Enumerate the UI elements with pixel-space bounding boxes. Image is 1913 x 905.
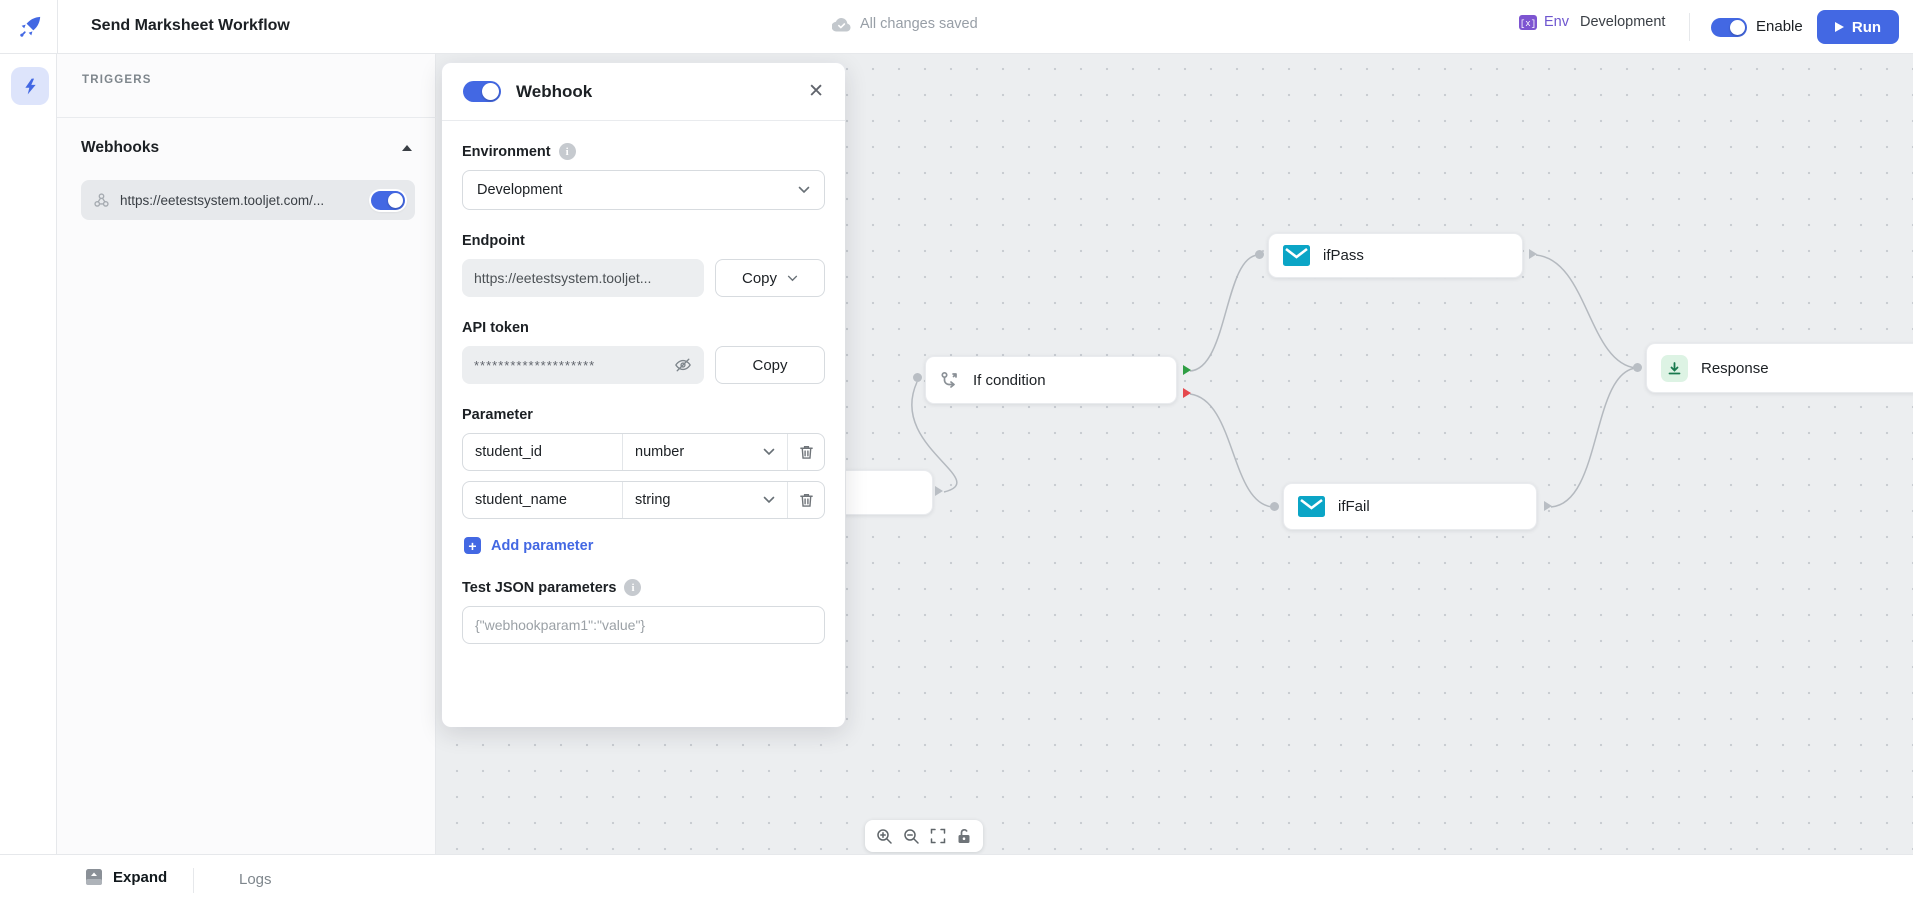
bottom-bar: Expand Logs xyxy=(0,854,1913,905)
param-name-input[interactable]: student_id xyxy=(463,434,623,470)
output-icon xyxy=(1661,355,1688,382)
api-token-value: ******************** xyxy=(462,346,704,384)
play-icon xyxy=(1835,22,1844,32)
close-icon[interactable]: ✕ xyxy=(808,82,824,101)
canvas-toolbar xyxy=(865,820,983,852)
ifpass-output-handle[interactable] xyxy=(1529,249,1537,259)
enable-toggle[interactable] xyxy=(1711,18,1747,37)
copy-endpoint-button[interactable]: Copy xyxy=(715,259,825,297)
webhook-url: https://eetestsystem.tooljet.com/... xyxy=(120,193,361,208)
node-ifpass[interactable]: ifPass xyxy=(1268,233,1523,278)
chevron-down-icon xyxy=(787,275,798,282)
chevron-down-icon xyxy=(763,496,775,504)
ifpass-input-handle[interactable] xyxy=(1255,250,1264,259)
webhook-icon xyxy=(93,192,110,209)
parameter-row: student_id number xyxy=(462,433,825,471)
cloud-check-icon xyxy=(832,17,851,32)
endpoint-value: https://eetestsystem.tooljet... xyxy=(462,259,704,297)
variable-icon: [x] xyxy=(1519,15,1537,30)
save-status: All changes saved xyxy=(832,16,978,32)
triggers-panel: TRIGGERS Webhooks https://eetestsystem.t… xyxy=(57,54,436,854)
triggers-section-title: TRIGGERS xyxy=(82,74,152,86)
node-if-condition[interactable]: If condition xyxy=(925,356,1177,404)
environment-field-label: Environment i xyxy=(462,143,825,160)
add-parameter-button[interactable]: + Add parameter xyxy=(464,537,825,554)
panel-title: Webhook xyxy=(516,82,808,102)
run-button[interactable]: Run xyxy=(1817,10,1899,44)
webhooks-title: Webhooks xyxy=(81,139,159,157)
environment-badge[interactable]: [x] Env Development xyxy=(1519,14,1665,30)
enable-label: Enable xyxy=(1756,18,1803,35)
node-iffail[interactable]: ifFail xyxy=(1283,483,1537,530)
divider xyxy=(1689,13,1690,41)
logs-button[interactable]: Logs xyxy=(239,871,272,888)
save-status-label: All changes saved xyxy=(860,16,978,32)
info-icon: i xyxy=(559,143,576,160)
environment-select[interactable]: Development xyxy=(462,170,825,210)
endpoint-field-label: Endpoint xyxy=(462,233,825,249)
response-input-handle[interactable] xyxy=(1633,363,1642,372)
test-json-input[interactable] xyxy=(462,606,825,644)
webhooks-group-header[interactable]: Webhooks xyxy=(81,139,412,157)
iffail-input-handle[interactable] xyxy=(1270,502,1279,511)
divider xyxy=(57,117,436,118)
chevron-down-icon xyxy=(798,186,810,194)
divider xyxy=(57,0,58,53)
webhook-enable-toggle[interactable] xyxy=(371,191,405,210)
node-label: ifFail xyxy=(1338,498,1370,515)
chevron-down-icon xyxy=(763,448,775,456)
api-token-field-label: API token xyxy=(462,320,825,336)
webhook-list-item[interactable]: https://eetestsystem.tooljet.com/... xyxy=(81,180,415,220)
trash-icon xyxy=(799,492,814,508)
env-value: Development xyxy=(1580,14,1665,30)
delete-parameter-button[interactable] xyxy=(788,482,824,518)
envelope-icon xyxy=(1298,496,1325,517)
webhook-toggle[interactable] xyxy=(463,81,501,102)
param-name-input[interactable]: student_name xyxy=(463,482,623,518)
param-type-select[interactable]: number xyxy=(623,434,788,470)
node-label: Response xyxy=(1701,360,1769,377)
branch-icon xyxy=(940,370,960,390)
if-condition-true-handle[interactable] xyxy=(1183,365,1191,375)
lock-icon[interactable] xyxy=(956,828,972,844)
svg-text:[x]: [x] xyxy=(1520,19,1536,29)
sidebar-item-triggers[interactable] xyxy=(11,67,49,105)
app-logo[interactable] xyxy=(12,12,46,42)
delete-parameter-button[interactable] xyxy=(788,434,824,470)
panel-header: Webhook ✕ xyxy=(442,63,845,121)
envelope-icon xyxy=(1283,245,1310,266)
lightning-icon xyxy=(21,77,40,96)
node-label: If condition xyxy=(973,372,1046,389)
expand-button[interactable]: Expand xyxy=(85,868,167,886)
plus-icon: + xyxy=(464,537,481,554)
node-label: ifPass xyxy=(1323,247,1364,264)
fit-view-icon[interactable] xyxy=(930,828,946,844)
zoom-in-icon[interactable] xyxy=(876,828,893,845)
eye-off-icon[interactable] xyxy=(674,357,692,373)
env-label: Env xyxy=(1544,14,1569,30)
parameter-row: student_name string xyxy=(462,481,825,519)
top-bar: Send Marksheet Workflow All changes save… xyxy=(0,0,1913,54)
start-output-handle[interactable] xyxy=(935,486,943,496)
webhook-config-panel: Webhook ✕ Environment i Development Endp… xyxy=(442,63,845,727)
divider xyxy=(193,868,194,893)
param-type-select[interactable]: string xyxy=(623,482,788,518)
parameter-field-label: Parameter xyxy=(462,407,825,423)
workflow-title: Send Marksheet Workflow xyxy=(91,17,290,35)
node-response[interactable]: Response xyxy=(1646,343,1913,393)
expand-panel-icon xyxy=(85,868,103,886)
iffail-output-handle[interactable] xyxy=(1544,501,1552,511)
collapse-caret-icon[interactable] xyxy=(402,145,412,151)
trash-icon xyxy=(799,444,814,460)
info-icon: i xyxy=(624,579,641,596)
rocket-icon xyxy=(16,14,43,41)
left-rail xyxy=(0,54,57,854)
test-json-field-label: Test JSON parameters i xyxy=(462,579,825,596)
if-condition-false-handle[interactable] xyxy=(1183,388,1191,398)
if-condition-input-handle[interactable] xyxy=(913,373,922,382)
zoom-out-icon[interactable] xyxy=(903,828,920,845)
copy-token-button[interactable]: Copy xyxy=(715,346,825,384)
panel-body: Environment i Development Endpoint https… xyxy=(442,121,845,644)
